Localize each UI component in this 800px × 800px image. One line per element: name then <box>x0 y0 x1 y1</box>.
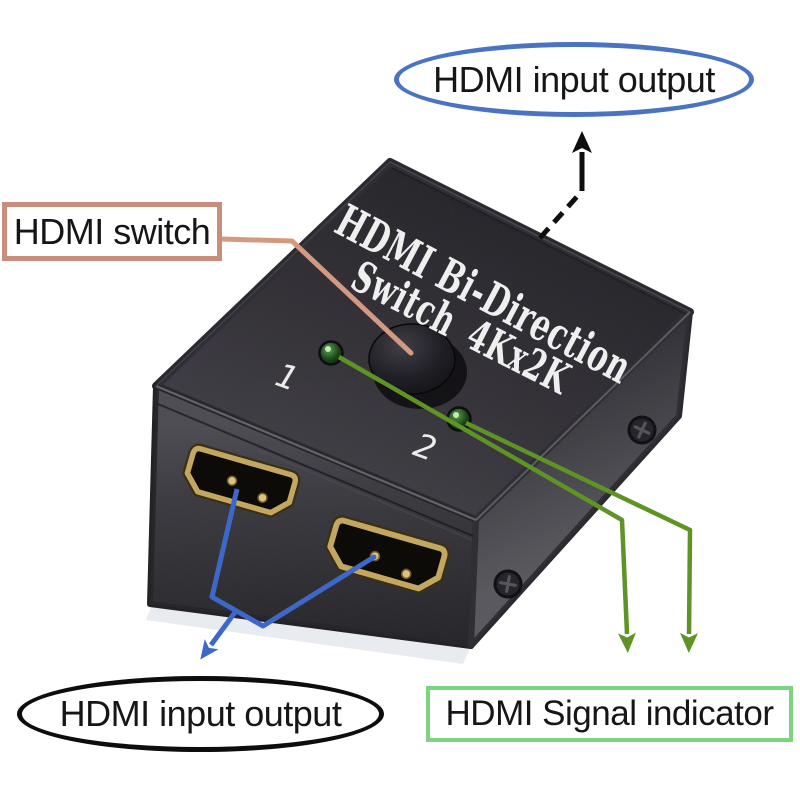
hdmi-port-2 <box>324 515 450 594</box>
blue-line-port2 <box>260 554 377 629</box>
screw-icon <box>627 415 657 445</box>
blue-line-port1 <box>209 488 265 629</box>
front-seam-light <box>157 407 473 541</box>
callout-top-label: HDMI input output <box>433 58 715 100</box>
hdmi-port-1 <box>182 443 301 518</box>
switch-pointer-line <box>218 236 414 356</box>
callout-hdmi-input-output-top: HDMI input output <box>394 42 754 117</box>
green-arrow-led1 <box>337 355 636 653</box>
callout-left-label: HDMI switch <box>13 210 211 252</box>
led-indicator-1 <box>318 340 344 366</box>
callout-hdmi-input-output-bottom: HDMI input output <box>17 676 384 752</box>
callout-hdmi-switch: HDMI switch <box>2 202 222 261</box>
callout-bottom-right-label: HDMI Signal indicator <box>445 694 774 733</box>
front-seam <box>157 403 474 537</box>
front-edge-highlight <box>155 384 477 522</box>
callout-hdmi-signal-indicator: HDMI Signal indicator <box>426 686 793 742</box>
green-arrow-led2 <box>465 420 699 653</box>
port-pin <box>257 492 268 504</box>
right-face-top-edge <box>475 311 691 521</box>
callout-bottom-left-label: HDMI input output <box>59 693 342 734</box>
screw-icon <box>493 569 523 599</box>
port-pin <box>400 568 412 580</box>
blue-arrow <box>200 609 239 660</box>
top-left-edge <box>155 161 391 387</box>
top-right-edge-inner <box>391 167 687 315</box>
dashed-arrow-segment <box>538 189 584 240</box>
port-pin <box>226 475 238 487</box>
